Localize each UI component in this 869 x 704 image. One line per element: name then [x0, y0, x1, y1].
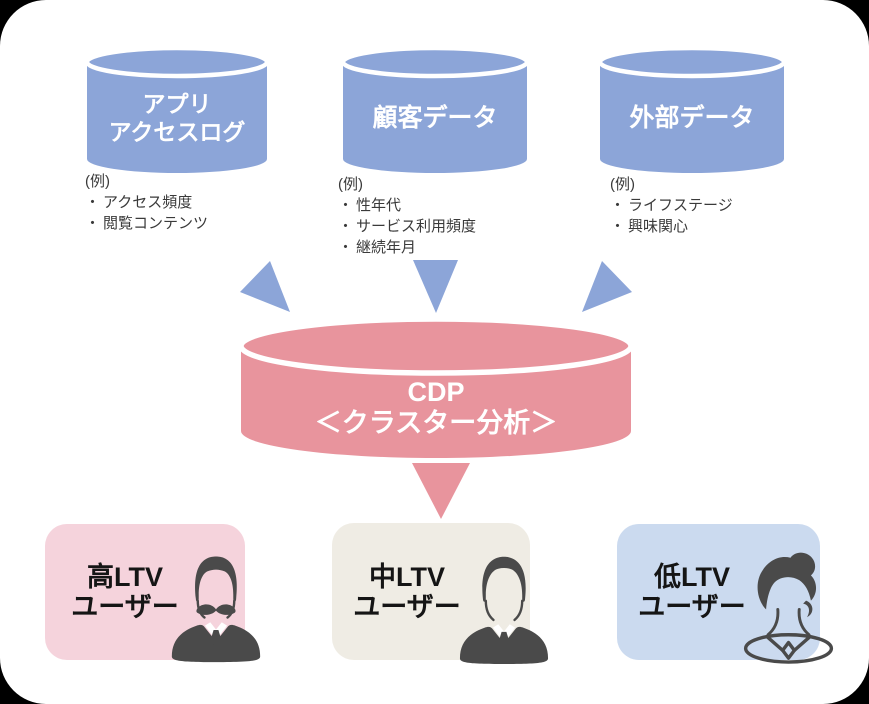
customer-example-list: (例) ・ 性年代 ・ サービス利用頻度 ・ 継続年月 — [338, 174, 476, 258]
bullet: ・ — [338, 197, 354, 214]
man-icon — [459, 556, 549, 664]
bullet: ・ — [85, 215, 101, 232]
list-item-text: ライフステージ — [628, 197, 733, 214]
segment-label-line2: ユーザー — [353, 592, 461, 622]
app-log-title-line1: アプリ — [142, 91, 212, 117]
segment-label-line2: ユーザー — [638, 592, 746, 622]
segment-label-line1: 低LTV — [654, 562, 730, 592]
external-title: 外部データ — [629, 104, 755, 132]
bullet: ・ — [610, 197, 626, 214]
list-item-text: サービス利用頻度 — [356, 218, 477, 235]
external-cylinder-lid — [597, 45, 787, 79]
cdp-cylinder-lid — [238, 316, 634, 376]
segment-label-high-ltv: 高LTV ユーザー — [45, 562, 205, 622]
customer-title: 顧客データ — [372, 104, 498, 132]
arrow-left-icon — [240, 261, 290, 312]
list-item-text: 継続年月 — [356, 239, 417, 256]
cdp-label: CDP ＜クラスター分析＞ — [241, 377, 631, 439]
segment-label-line1: 高LTV — [87, 562, 163, 592]
cdp-output-arrow-icon — [412, 463, 470, 519]
bullet: ・ — [338, 239, 354, 256]
list-item-text: 興味関心 — [628, 218, 689, 235]
list-item-text: アクセス頻度 — [103, 194, 193, 211]
app-log-title-line2: アクセスログ — [108, 119, 246, 145]
app-log-cylinder-body — [87, 62, 267, 173]
arrow-right-icon — [582, 261, 632, 312]
list-item: ・ 継続年月 — [338, 237, 476, 258]
app-log-cylinder-lid — [84, 45, 270, 79]
cdp-title: CDP — [407, 377, 465, 407]
example-label: (例) — [610, 176, 635, 193]
list-item: ・ ライフステージ — [610, 195, 733, 216]
example-label: (例) — [338, 176, 363, 193]
bullet: ・ — [610, 218, 626, 235]
cdp-cylinder-body — [241, 346, 631, 458]
segment-label-mid-ltv: 中LTV ユーザー — [332, 562, 482, 622]
bullet: ・ — [338, 218, 354, 235]
app-log-example-list: (例) ・ アクセス頻度 ・ 閲覧コンテンツ — [85, 171, 208, 234]
segment-label-low-ltv: 低LTV ユーザー — [617, 562, 767, 622]
external-cylinder-label: 外部データ — [600, 104, 784, 132]
cdp-subtitle: ＜クラスター分析＞ — [314, 408, 558, 438]
list-item: ・ 性年代 — [338, 195, 476, 216]
example-label: (例) — [85, 173, 110, 190]
list-item: ・ アクセス頻度 — [85, 192, 208, 213]
man-mustache-icon — [171, 556, 261, 663]
woman-icon — [743, 552, 834, 664]
list-item: ・ サービス利用頻度 — [338, 216, 476, 237]
external-cylinder-body — [600, 62, 784, 173]
list-item-text: 閲覧コンテンツ — [103, 215, 209, 232]
app-log-cylinder-label: アプリ アクセスログ — [87, 90, 267, 146]
customer-cylinder-lid — [340, 45, 530, 79]
segment-box-low-ltv — [617, 524, 820, 660]
customer-cylinder-body — [343, 62, 527, 173]
external-example-list: (例) ・ ライフステージ ・ 興味関心 — [610, 174, 733, 237]
bullet: ・ — [85, 194, 101, 211]
list-item-text: 性年代 — [356, 197, 402, 214]
arrow-down-icon — [413, 260, 458, 313]
list-item: ・ 閲覧コンテンツ — [85, 213, 208, 234]
segment-label-line1: 中LTV — [369, 562, 445, 592]
customer-cylinder-label: 顧客データ — [343, 104, 527, 132]
list-item: ・ 興味関心 — [610, 216, 733, 237]
segment-label-line2: ユーザー — [71, 592, 179, 622]
